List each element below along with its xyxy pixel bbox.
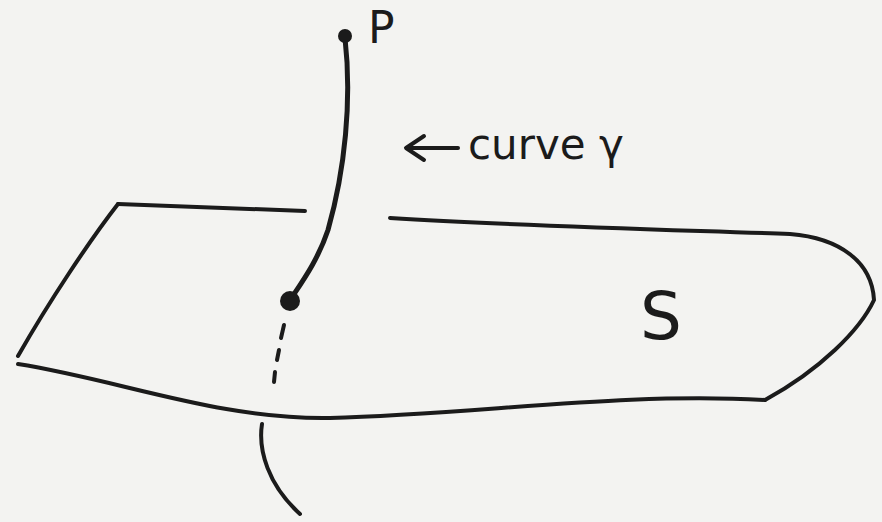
hidden-curve-dash	[277, 350, 279, 360]
hidden-curve-dash	[274, 372, 275, 382]
leader-arrow-head	[406, 136, 424, 160]
surface-bottom-edge	[18, 364, 765, 418]
surface-right-edge	[390, 218, 874, 400]
point-label: P	[368, 6, 395, 50]
leader-arrow	[408, 146, 458, 150]
point-p-dot	[338, 29, 352, 43]
curve-label: curve γ	[468, 124, 624, 166]
curve-continuation	[261, 424, 300, 514]
curve-gamma	[290, 38, 348, 300]
intersection-dot	[280, 291, 300, 311]
surface-label: S	[640, 284, 682, 350]
hidden-curve-dash	[281, 325, 284, 338]
surface-top-edge-left	[118, 204, 305, 211]
surface-left-edge	[18, 204, 118, 356]
